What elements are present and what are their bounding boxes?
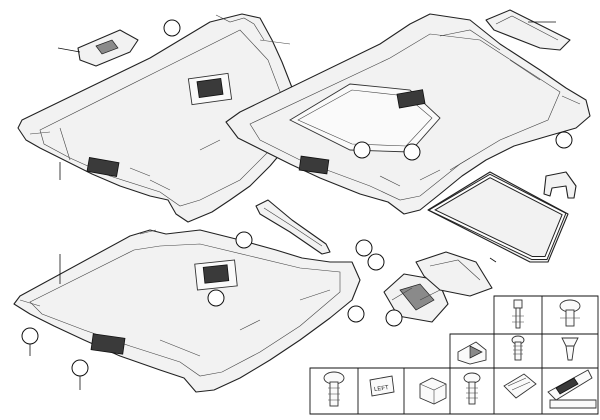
- rear-cover-part: [485, 9, 571, 51]
- hardware-grid: LEFT: [309, 295, 599, 415]
- wire-clip-icon: [503, 373, 537, 399]
- push-pin-icon: [512, 299, 524, 329]
- callout-circle: [21, 327, 39, 345]
- grommet-icon: [419, 377, 447, 405]
- callout-circle: [355, 239, 373, 257]
- pad-bracket-part: [57, 29, 139, 67]
- callout-markers: [21, 19, 573, 390]
- callout-circle: [347, 305, 365, 323]
- callout-circle: [235, 231, 253, 249]
- callout-circle: [353, 141, 371, 159]
- callout-circle: [163, 19, 181, 37]
- callout-circle: [71, 359, 89, 377]
- expanding-rivet-icon: [559, 299, 581, 327]
- callout-circle: [207, 289, 225, 307]
- slide-clip-icon: [457, 341, 487, 365]
- left-label-icon: LEFT: [369, 375, 395, 397]
- headliner-panel-1: [17, 13, 303, 223]
- callout-circle: [385, 309, 403, 327]
- rail-part: [255, 199, 331, 255]
- tapping-screw-icon: [463, 372, 481, 405]
- center-console-parts: [383, 251, 493, 323]
- screw-washer-icon: [511, 335, 525, 361]
- sunroof-seal-frame: [427, 171, 569, 263]
- callout-circle: [367, 253, 385, 271]
- headliner-panel-2: [225, 13, 591, 215]
- screw-icon: [323, 371, 345, 407]
- bracket-clip-part: [543, 171, 577, 199]
- callout-circle: [403, 143, 421, 161]
- callout-circle: [555, 131, 573, 149]
- left-label-text: LEFT: [374, 385, 390, 393]
- pointer-arrow-icon: [547, 369, 597, 409]
- headliner-panel-3: [13, 229, 361, 393]
- clip-nut-icon: [561, 337, 579, 361]
